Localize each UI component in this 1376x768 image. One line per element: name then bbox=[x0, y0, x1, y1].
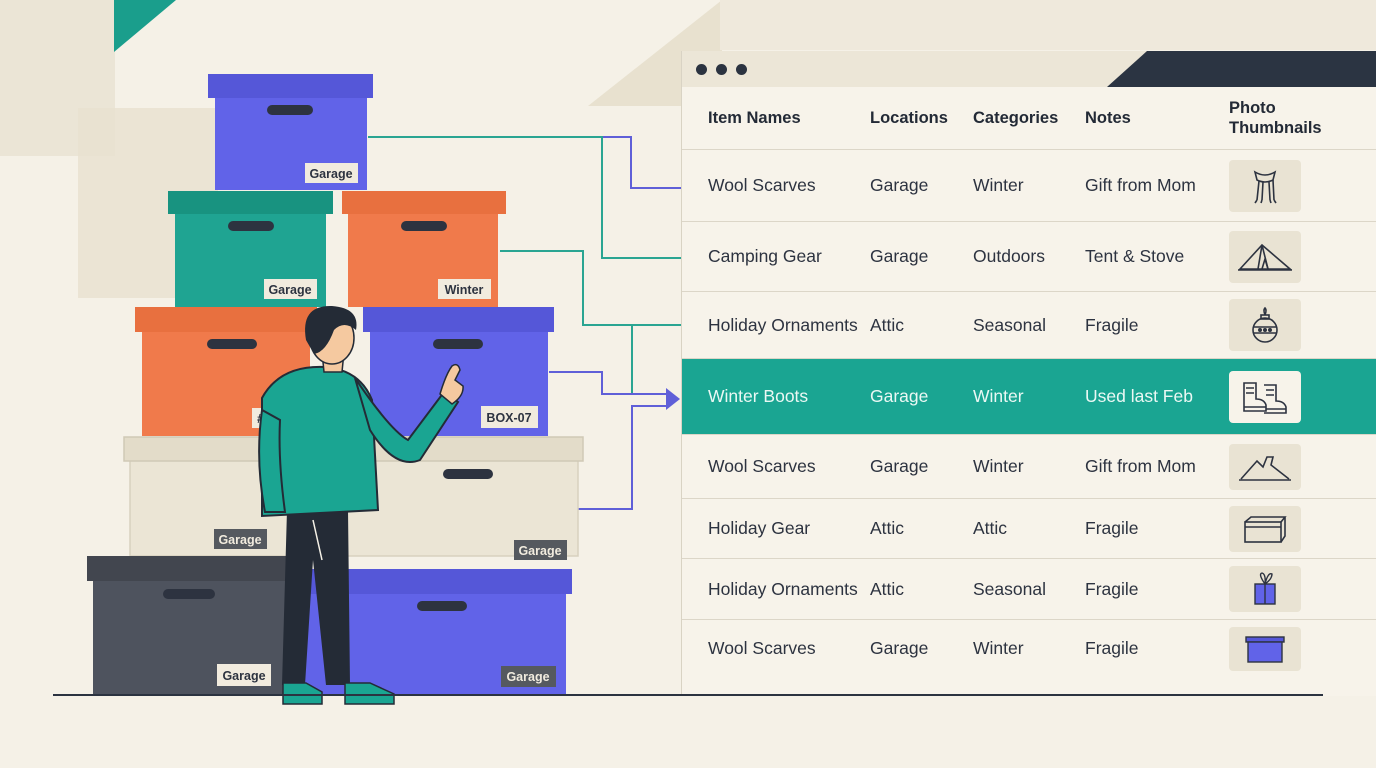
table-row[interactable]: Wool Scarves Garage Winter Fragile bbox=[682, 620, 1376, 677]
table-row[interactable]: Wool Scarves Garage Winter Gift from Mom bbox=[682, 435, 1376, 499]
cell-item-name: Holiday Ornaments bbox=[708, 578, 858, 599]
cell-category: Outdoors bbox=[973, 246, 1045, 266]
storage-box: Garage bbox=[87, 556, 307, 694]
cell-item-name: Camping Gear bbox=[708, 246, 822, 266]
connector-lines bbox=[368, 136, 682, 510]
box-icon bbox=[1244, 515, 1287, 543]
tent-icon bbox=[1238, 243, 1293, 271]
box-label: Garage bbox=[218, 533, 261, 547]
cell-note: Fragile bbox=[1085, 314, 1139, 335]
person-figure bbox=[258, 305, 464, 705]
box-label: Garage bbox=[268, 283, 311, 297]
column-header-photo-thumbnails[interactable]: Photo Thumbnails bbox=[1229, 98, 1322, 138]
column-header-item-names[interactable]: Item Names bbox=[708, 108, 801, 127]
box-label: Garage bbox=[518, 544, 561, 558]
cell-note: Fragile bbox=[1085, 518, 1139, 538]
cell-item-name: Wool Scarves bbox=[708, 175, 816, 195]
table-header-row: Item Names Locations Categories Notes Ph… bbox=[682, 87, 1376, 150]
connector-line bbox=[631, 325, 668, 395]
window-titlebar bbox=[682, 51, 1376, 87]
cell-category: Seasonal bbox=[973, 314, 1046, 335]
cell-item-name: Wool Scarves bbox=[708, 456, 816, 476]
cell-note: Gift from Mom bbox=[1085, 175, 1196, 195]
purple-box-icon bbox=[1245, 635, 1285, 663]
inventory-window: Item Names Locations Categories Notes Ph… bbox=[681, 51, 1376, 696]
titlebar-stripe bbox=[1107, 51, 1376, 87]
floor-line bbox=[53, 694, 1323, 696]
cell-category: Seasonal bbox=[973, 578, 1046, 599]
box-label: BOX-07 bbox=[486, 411, 531, 425]
cell-location: Garage bbox=[870, 246, 929, 266]
cell-category: Winter bbox=[973, 456, 1024, 476]
column-header-categories[interactable]: Categories bbox=[973, 108, 1059, 127]
gift-icon bbox=[1254, 572, 1276, 605]
cell-note: Tent & Stove bbox=[1085, 246, 1185, 266]
cell-location: Garage bbox=[870, 456, 929, 476]
cell-item-name: Holiday Ornaments bbox=[708, 314, 858, 335]
photo-thumbnail[interactable] bbox=[1229, 566, 1301, 612]
photo-thumbnail[interactable] bbox=[1229, 159, 1301, 212]
window-control-dot[interactable] bbox=[696, 64, 707, 75]
cell-note: Fragile bbox=[1085, 578, 1139, 599]
cell-note: Fragile bbox=[1085, 638, 1139, 658]
connector-line bbox=[549, 371, 668, 395]
photo-thumbnail[interactable] bbox=[1229, 505, 1301, 552]
connector-line bbox=[368, 136, 682, 189]
storage-box: Winter bbox=[342, 191, 506, 307]
scarf-icon bbox=[1253, 169, 1277, 203]
table-row[interactable]: Holiday Ornaments Attic Seasonal Fragile bbox=[682, 559, 1376, 620]
connector-line bbox=[578, 405, 668, 510]
box-label: Garage bbox=[222, 669, 265, 683]
box-label: Garage bbox=[506, 670, 549, 684]
cell-item-name: Winter Boots bbox=[708, 386, 809, 406]
cell-location: Attic bbox=[870, 578, 905, 599]
table-row[interactable]: Camping Gear Garage Outdoors Tent & Stov… bbox=[682, 222, 1376, 292]
photo-thumbnail[interactable] bbox=[1229, 443, 1301, 490]
table-row[interactable]: Holiday Ornaments Attic Seasonal Fragile bbox=[682, 292, 1376, 359]
cell-category: Winter bbox=[973, 386, 1024, 406]
table-row-selected[interactable]: Winter Boots Garage Winter Used last Feb bbox=[682, 359, 1376, 435]
ornament-icon bbox=[1252, 306, 1278, 343]
boots-icon bbox=[1243, 381, 1287, 414]
cell-item-name: Holiday Gear bbox=[708, 518, 811, 538]
storage-box: Garage bbox=[208, 74, 373, 190]
window-control-dot[interactable] bbox=[736, 64, 747, 75]
cell-category: Winter bbox=[973, 638, 1024, 658]
cell-location: Garage bbox=[870, 386, 929, 406]
cell-item-name: Wool Scarves bbox=[708, 638, 816, 658]
window-control-dot[interactable] bbox=[716, 64, 727, 75]
cell-location: Garage bbox=[870, 175, 929, 195]
photo-thumbnail[interactable] bbox=[1229, 230, 1301, 283]
column-header-photo-line2: Thumbnails bbox=[1229, 119, 1322, 137]
cell-category: Winter bbox=[973, 175, 1024, 195]
photo-thumbnail[interactable] bbox=[1229, 299, 1301, 351]
table-row[interactable]: Holiday Gear Attic Attic Fragile bbox=[682, 499, 1376, 559]
photo-thumbnail[interactable] bbox=[1229, 370, 1301, 423]
photo-thumbnail[interactable] bbox=[1229, 626, 1301, 671]
column-header-notes[interactable]: Notes bbox=[1085, 108, 1131, 127]
cell-note: Used last Feb bbox=[1085, 386, 1193, 406]
tent-outline-icon bbox=[1239, 455, 1291, 481]
cell-note: Gift from Mom bbox=[1085, 456, 1196, 476]
connector-arrow bbox=[666, 388, 680, 410]
storage-box: Garage bbox=[168, 191, 333, 307]
connector-line bbox=[368, 136, 682, 259]
table-row[interactable]: Wool Scarves Garage Winter Gift from Mom bbox=[682, 150, 1376, 222]
cell-location: Attic bbox=[870, 518, 905, 538]
box-label: Winter bbox=[445, 283, 484, 297]
cell-location: Attic bbox=[870, 314, 905, 335]
inventory-table: Item Names Locations Categories Notes Ph… bbox=[682, 87, 1376, 677]
box-label: Garage bbox=[309, 167, 352, 181]
column-header-locations[interactable]: Locations bbox=[870, 108, 948, 127]
cell-category: Attic bbox=[973, 518, 1008, 538]
cell-location: Garage bbox=[870, 638, 929, 658]
column-header-photo-line1: Photo bbox=[1229, 99, 1276, 117]
bg-top-right-block bbox=[720, 0, 1376, 50]
